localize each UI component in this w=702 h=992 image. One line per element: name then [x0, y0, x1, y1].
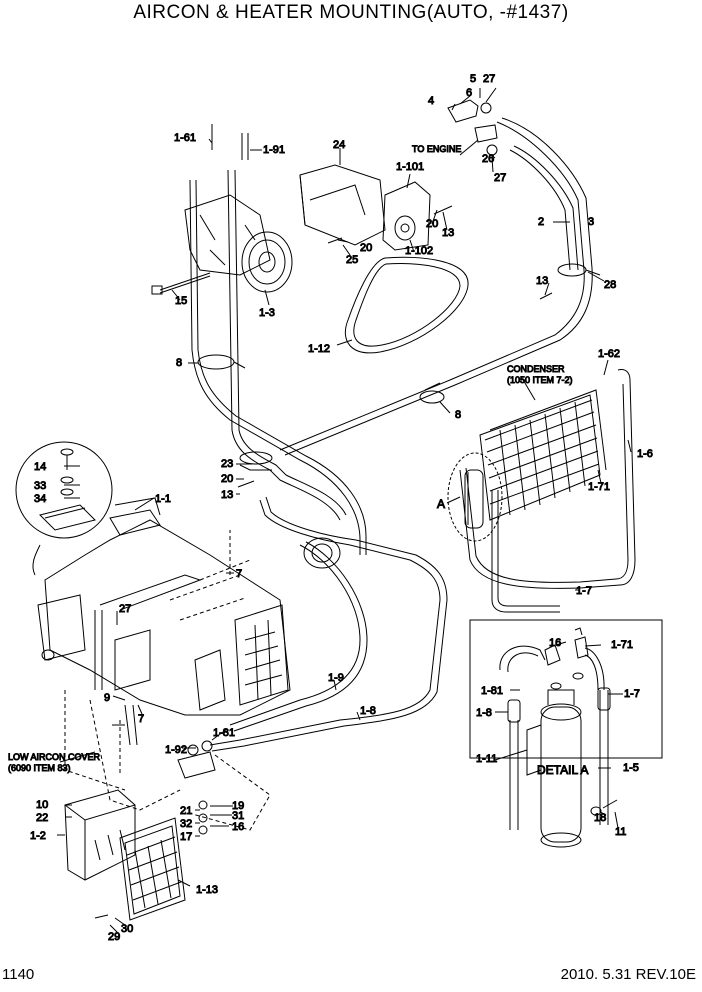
callout-1-5: 1-5: [623, 762, 639, 774]
page-number: 1140: [2, 966, 35, 983]
inset-blower-detail: [15, 441, 113, 576]
callout-1-6: 1-6: [637, 448, 653, 460]
callout-7: 7: [236, 568, 242, 580]
callout-1-13: 1-13: [196, 884, 218, 896]
callout-2: 2: [538, 216, 544, 228]
callout-1-2: 1-2: [30, 830, 46, 842]
callout-13-left: 13: [221, 489, 233, 501]
callout-24: 24: [333, 139, 345, 151]
callout-13: 13: [442, 227, 454, 239]
callout-7-lower: 7: [138, 713, 144, 725]
callout-1-101: 1-101: [396, 161, 424, 173]
callout-1-8-detail: 1-8: [476, 707, 492, 719]
pipe-1-7: [459, 369, 636, 613]
callout-25: 25: [346, 254, 358, 266]
callout-1-61: 1-61: [174, 132, 196, 144]
callout-16: 16: [232, 821, 244, 833]
callout-5: 5: [470, 73, 476, 85]
detail-a-frame-drawn: [469, 619, 663, 759]
callout-34: 34: [34, 493, 46, 505]
callout-1-71-detail: 1-71: [611, 639, 633, 651]
diagram-title: AIRCON & HEATER MOUNTING(AUTO, -#1437): [133, 2, 569, 23]
callout-8: 8: [176, 357, 182, 369]
callout-17: 17: [180, 831, 192, 843]
callout-28: 28: [604, 279, 616, 291]
callout-20-mid: 20: [360, 242, 372, 254]
callout-33: 33: [34, 480, 46, 492]
to-engine-note: TO ENGINE: [412, 144, 461, 154]
callout-1-102: 1-102: [405, 245, 433, 257]
engine-fittings: [447, 99, 498, 156]
callout-26: 26: [482, 153, 494, 165]
low-cover-note-line1: LOW AIRCON COVER: [8, 752, 101, 762]
callout-1-11: 1-11: [476, 753, 497, 765]
leader-lines: [57, 87, 632, 935]
filter-grille: [119, 817, 186, 921]
callout-1-12: 1-12: [308, 343, 330, 355]
callout-9: 9: [104, 692, 110, 704]
bracket: [299, 164, 386, 246]
callout-32: 32: [180, 818, 192, 830]
revision-date: 2010. 5.31 REV.10E: [560, 966, 696, 983]
callout-8-mid: 8: [455, 409, 461, 421]
callout-1-91: 1-91: [263, 144, 285, 156]
callout-27-lower: 27: [494, 172, 506, 184]
callout-1-7: 1-7: [576, 585, 592, 597]
detail-a-drier: [499, 627, 611, 848]
callout-21: 21: [180, 805, 192, 817]
callout-23: 23: [221, 458, 233, 470]
callout-1-1: 1-1: [155, 493, 171, 505]
callout-19: 19: [232, 800, 244, 812]
callout-14: 14: [34, 461, 46, 473]
condenser-note-line1: CONDENSER: [507, 364, 565, 374]
callout-4: 4: [428, 95, 434, 107]
callout-1-71: 1-71: [588, 481, 610, 493]
detail-marker-a: A: [437, 497, 445, 511]
receiver-drier-small: [447, 452, 503, 542]
callout-16-detail: 16: [549, 637, 561, 649]
low-cover-note-line2: (6090 ITEM 83): [8, 763, 71, 773]
callout-29: 29: [108, 931, 120, 943]
callout-11: 11: [615, 826, 626, 838]
callout-1-81-detail: 1-81: [481, 685, 503, 697]
callout-30: 30: [121, 923, 133, 935]
expansion-valve-fittings: [177, 740, 216, 835]
callout-1-9: 1-9: [328, 672, 344, 684]
detail-a-label: DETAIL A: [537, 763, 588, 777]
callout-15: 15: [175, 295, 187, 307]
bolts: [60, 124, 618, 919]
v-belt: [344, 256, 469, 354]
callout-27: 27: [483, 73, 495, 85]
callout-20: 20: [426, 218, 438, 230]
low-aircon-cover: [64, 789, 136, 881]
callout-13-right: 13: [536, 275, 548, 287]
callout-1-81: 1-81: [213, 727, 235, 739]
callout-31: 31: [232, 810, 244, 822]
tension-pulley: [382, 181, 431, 251]
pipe-2-3: [279, 117, 593, 456]
condenser-note-line2: (1050 ITEM 7-2): [507, 375, 573, 385]
callout-3: 3: [588, 216, 594, 228]
callout-1-7-detail: 1-7: [624, 688, 640, 700]
callout-20-left: 20: [221, 473, 233, 485]
callout-1-92: 1-92: [165, 744, 187, 756]
callout-6: 6: [466, 87, 472, 99]
clamps: [197, 263, 601, 569]
hidden-lines: [64, 530, 271, 831]
callout-27-hvac: 27: [119, 603, 131, 615]
pipe-1-8-1-9: [189, 169, 448, 752]
callout-18: 18: [594, 812, 606, 824]
callout-22: 22: [36, 812, 48, 824]
callout-10: 10: [36, 799, 48, 811]
callout-1-3: 1-3: [259, 307, 275, 319]
callout-1-62: 1-62: [598, 348, 620, 360]
hvac-unit: [37, 497, 291, 746]
compressor: [184, 194, 293, 293]
condenser: [479, 389, 607, 521]
callout-1-8: 1-8: [360, 705, 376, 717]
